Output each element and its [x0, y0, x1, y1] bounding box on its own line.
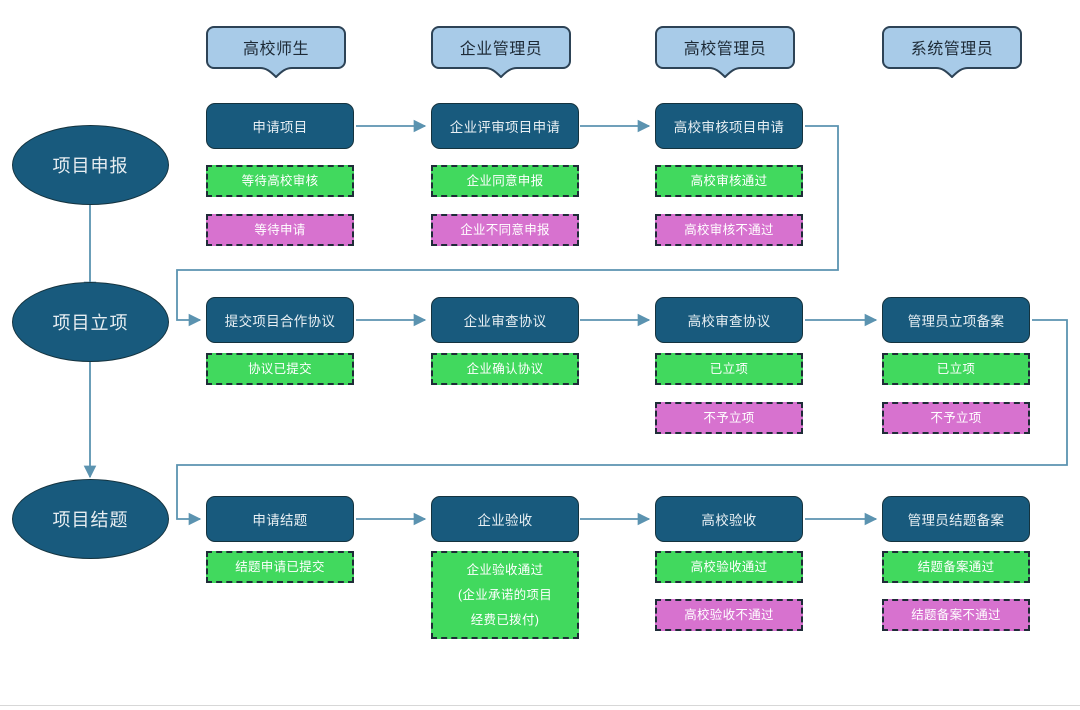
status-chip[interactable]: 不予立项 [655, 402, 803, 434]
process-box-admin-record-completion[interactable]: 管理员结题备案 [882, 496, 1030, 542]
process-box-school-check-agreement[interactable]: 高校审查协议 [655, 297, 803, 343]
process-box-label: 管理员立项备案 [907, 314, 1005, 329]
status-chip-label: 结题备案通过 [917, 559, 995, 574]
process-box-enterprise-acceptance[interactable]: 企业验收 [431, 496, 579, 542]
status-chip[interactable]: 企业验收通过 (企业承诺的项目 经费已拨付) [431, 551, 579, 639]
status-chip-label: 等待申请 [254, 222, 306, 237]
process-box-apply-completion[interactable]: 申请结题 [206, 496, 354, 542]
process-box-enterprise-review-application[interactable]: 企业评审项目申请 [431, 103, 579, 149]
status-chip-label: 不予立项 [930, 410, 982, 425]
process-box-label: 企业验收 [477, 513, 533, 528]
process-box-label: 企业评审项目申请 [449, 120, 561, 135]
role-header-3[interactable]: 高校管理员 [655, 26, 795, 78]
process-box-school-audit-application[interactable]: 高校审核项目申请 [655, 103, 803, 149]
process-box-apply-project[interactable]: 申请项目 [206, 103, 354, 149]
status-chip[interactable]: 企业确认协议 [431, 353, 579, 385]
stage-label: 项目申报 [52, 156, 129, 176]
status-chip[interactable]: 等待高校审核 [206, 165, 354, 197]
status-chip-label: 企业同意申报 [466, 173, 544, 188]
status-chip[interactable]: 结题申请已提交 [206, 551, 354, 583]
role-header-label: 企业管理员 [459, 41, 543, 58]
process-box-label: 提交项目合作协议 [224, 314, 336, 329]
role-header-2[interactable]: 企业管理员 [431, 26, 571, 78]
status-chip-label: 高校验收通过 [690, 559, 768, 574]
process-box-school-acceptance[interactable]: 高校验收 [655, 496, 803, 542]
status-chip-label: 结题备案不通过 [911, 607, 1001, 622]
status-chip-label: 等待高校审核 [241, 173, 319, 188]
status-chip[interactable]: 高校验收通过 [655, 551, 803, 583]
status-chip-label: 企业确认协议 [466, 361, 544, 376]
status-chip-label: 高校审核通过 [690, 173, 768, 188]
role-header-label: 系统管理员 [910, 41, 994, 58]
process-box-label: 高校审查协议 [687, 314, 771, 329]
speech-bubble-icon [655, 26, 795, 78]
status-chip-label: 协议已提交 [247, 361, 312, 376]
status-chip-label: 已立项 [709, 361, 749, 376]
process-box-label: 企业审查协议 [463, 314, 547, 329]
speech-bubble-icon [206, 26, 346, 78]
stage-label: 项目立项 [52, 313, 129, 333]
status-chip[interactable]: 协议已提交 [206, 353, 354, 385]
process-box-submit-agreement[interactable]: 提交项目合作协议 [206, 297, 354, 343]
status-chip[interactable]: 结题备案不通过 [882, 599, 1030, 631]
status-chip-label: 已立项 [936, 361, 976, 376]
role-header-1[interactable]: 高校师生 [206, 26, 346, 78]
status-chip-label: 结题申请已提交 [235, 559, 325, 574]
stage-ellipse-3[interactable]: 项目结题 [12, 479, 169, 559]
status-chip[interactable]: 高校验收不通过 [655, 599, 803, 631]
status-chip-label: 企业不同意申报 [460, 222, 550, 237]
process-box-label: 高校验收 [701, 513, 757, 528]
role-header-label: 高校师生 [242, 41, 309, 58]
status-chip[interactable]: 已立项 [655, 353, 803, 385]
process-box-label: 管理员结题备案 [907, 513, 1005, 528]
status-chip-label: 不予立项 [703, 410, 755, 425]
status-chip[interactable]: 结题备案通过 [882, 551, 1030, 583]
role-header-label: 高校管理员 [683, 41, 767, 58]
status-chip[interactable]: 企业同意申报 [431, 165, 579, 197]
stage-ellipse-2[interactable]: 项目立项 [12, 282, 169, 362]
process-box-label: 高校审核项目申请 [673, 120, 785, 135]
status-chip[interactable]: 已立项 [882, 353, 1030, 385]
process-box-label: 申请结题 [252, 513, 308, 528]
status-chip[interactable]: 高校审核不通过 [655, 214, 803, 246]
status-chip[interactable]: 高校审核通过 [655, 165, 803, 197]
process-box-label: 申请项目 [252, 120, 308, 135]
status-chip[interactable]: 企业不同意申报 [431, 214, 579, 246]
status-chip[interactable]: 不予立项 [882, 402, 1030, 434]
speech-bubble-icon [431, 26, 571, 78]
process-box-enterprise-check-agreement[interactable]: 企业审查协议 [431, 297, 579, 343]
status-chip[interactable]: 等待申请 [206, 214, 354, 246]
stage-label: 项目结题 [52, 510, 129, 530]
stage-ellipse-1[interactable]: 项目申报 [12, 125, 169, 205]
status-chip-label: 企业验收通过 (企业承诺的项目 经费已拨付) [457, 562, 553, 627]
status-chip-label: 高校验收不通过 [684, 607, 774, 622]
role-header-4[interactable]: 系统管理员 [882, 26, 1022, 78]
speech-bubble-icon [882, 26, 1022, 78]
status-chip-label: 高校审核不通过 [684, 222, 774, 237]
bottom-divider [0, 705, 1080, 706]
process-box-admin-record-project[interactable]: 管理员立项备案 [882, 297, 1030, 343]
